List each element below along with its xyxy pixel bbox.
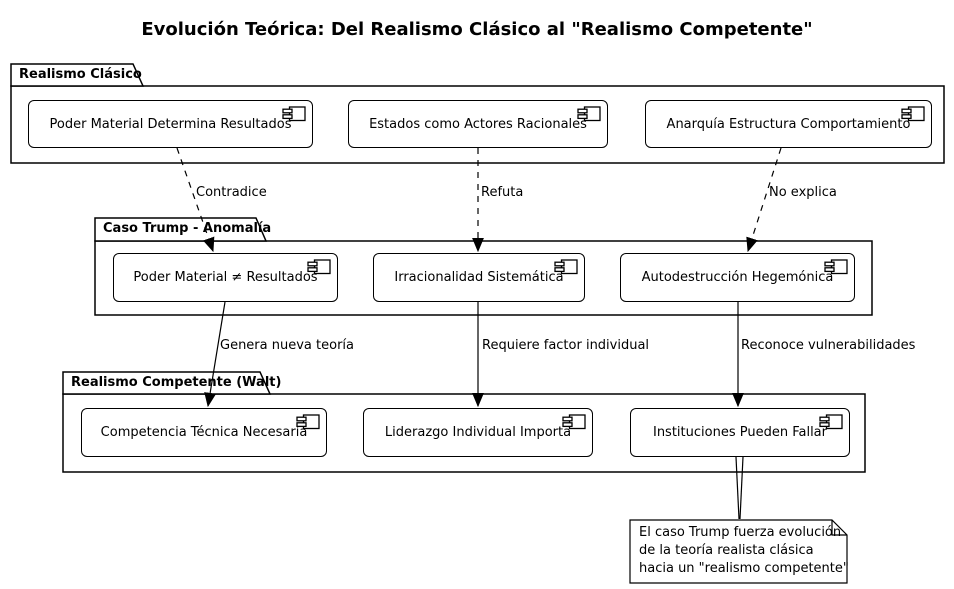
- note-text-line: El caso Trump fuerza evolución: [639, 525, 842, 540]
- component-label: Poder Material Determina Resultados: [49, 116, 292, 132]
- component-instituciones-fallar: Instituciones Pueden Fallar: [630, 408, 850, 457]
- component-label: Poder Material ≠ Resultados: [133, 270, 318, 285]
- component-label: Instituciones Pueden Fallar: [652, 425, 827, 440]
- component-liderazgo-individual: Liderazgo Individual Importa: [363, 408, 593, 457]
- edge-label-requiere-factor: Requiere factor individual: [482, 338, 650, 353]
- package-label-realismo-competente: Realismo Competente (Walt): [71, 375, 282, 390]
- edge-label-contradice: Contradice: [196, 185, 267, 200]
- note-connector: [735, 456, 744, 520]
- note-text-line: hacia un "realismo competente": [639, 561, 849, 576]
- edge-label-genera-nueva-teoria: Genera nueva teoría: [220, 338, 354, 353]
- package-label-realismo-clasico: Realismo Clásico: [19, 67, 142, 82]
- edge-label-reconoce-vulnerabilidades: Reconoce vulnerabilidades: [741, 338, 916, 353]
- component-icon: [562, 414, 586, 430]
- edge-label-no-explica: No explica: [769, 185, 837, 200]
- component-label: Anarquía Estructura Comportamiento: [666, 116, 911, 132]
- component-estados-actores-racionales: Estados como Actores Racionales: [348, 100, 608, 148]
- component-icon: [307, 259, 331, 275]
- component-competencia-tecnica: Competencia Técnica Necesaria: [81, 408, 327, 457]
- component-poder-material-no-resultados: Poder Material ≠ Resultados: [113, 253, 338, 302]
- component-icon: [554, 259, 578, 275]
- component-anarquia-estructura: Anarquía Estructura Comportamiento: [645, 100, 932, 148]
- component-autodestruccion-hegemonica: Autodestrucción Hegemónica: [620, 253, 855, 302]
- component-icon: [819, 414, 843, 430]
- edge-label-refuta: Refuta: [481, 185, 524, 200]
- component-icon: [901, 106, 925, 122]
- component-label: Liderazgo Individual Importa: [384, 425, 572, 440]
- note-shape: [629, 519, 848, 584]
- component-irracionalidad-sistematica: Irracionalidad Sistemática: [373, 253, 585, 302]
- component-label: Estados como Actores Racionales: [369, 116, 587, 132]
- component-label: Competencia Técnica Necesaria: [100, 425, 308, 440]
- edge-genera-nueva-teoria: [204, 301, 226, 408]
- component-icon: [577, 106, 601, 122]
- component-poder-material-determina: Poder Material Determina Resultados: [28, 100, 313, 148]
- note-text-line: de la teoría realista clásica: [639, 543, 814, 558]
- package-label-caso-trump: Caso Trump - Anomalía: [103, 221, 272, 236]
- component-icon: [282, 106, 306, 122]
- component-label: Irracionalidad Sistemática: [394, 270, 564, 285]
- diagram-title: Evolución Teórica: Del Realismo Clásico …: [141, 19, 813, 40]
- component-label: Autodestrucción Hegemónica: [641, 270, 834, 285]
- component-icon: [824, 259, 848, 275]
- component-icon: [296, 414, 320, 430]
